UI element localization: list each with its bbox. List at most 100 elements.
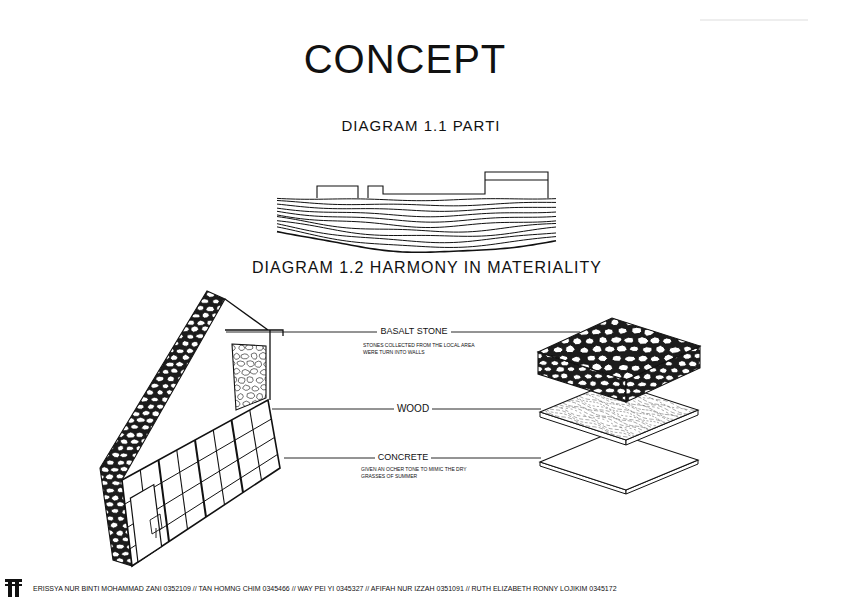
stone <box>193 355 199 361</box>
stone <box>222 397 229 402</box>
stone <box>121 313 130 318</box>
stone <box>264 361 271 367</box>
stone <box>708 346 719 354</box>
stone <box>632 327 642 334</box>
stone <box>585 403 593 408</box>
stone <box>598 355 608 362</box>
stone <box>632 389 641 393</box>
stone <box>228 360 235 366</box>
mullion <box>213 430 224 505</box>
stone <box>666 375 674 380</box>
stone <box>709 403 718 409</box>
stone <box>167 571 174 577</box>
strata-line <box>277 215 556 228</box>
stone <box>146 291 153 296</box>
stone <box>106 376 114 382</box>
strata-line <box>277 204 556 211</box>
stone <box>689 403 697 409</box>
stone <box>121 552 129 556</box>
stone <box>663 320 673 326</box>
stone <box>234 353 240 359</box>
stone <box>102 551 109 556</box>
stone <box>153 355 160 361</box>
stone <box>226 543 235 549</box>
stone <box>225 353 231 359</box>
stone <box>703 373 714 380</box>
stone <box>549 388 559 393</box>
stone <box>127 335 135 340</box>
stone <box>181 439 189 444</box>
stone <box>146 445 154 451</box>
stone <box>111 495 118 501</box>
stone <box>617 396 627 401</box>
stone <box>224 417 231 423</box>
stone <box>106 291 113 296</box>
stone <box>122 369 129 374</box>
stone <box>227 291 235 296</box>
stone <box>552 374 559 379</box>
stone <box>247 361 254 367</box>
stone <box>656 345 666 353</box>
stone <box>186 403 193 409</box>
stone <box>110 468 119 473</box>
stone <box>210 382 218 388</box>
stone <box>676 354 686 361</box>
stone <box>568 409 576 415</box>
stone <box>112 538 119 543</box>
stone <box>161 565 167 571</box>
stone <box>642 309 653 316</box>
stone <box>126 347 133 353</box>
stone <box>106 347 114 352</box>
stone <box>207 418 215 424</box>
stone <box>578 395 586 400</box>
stone <box>96 445 103 451</box>
stone <box>694 382 702 387</box>
stone <box>110 522 118 528</box>
stone <box>269 417 275 423</box>
stone <box>705 354 713 359</box>
stone <box>105 333 112 338</box>
stone <box>167 446 175 451</box>
stone <box>232 369 239 375</box>
stone <box>151 453 158 458</box>
stone <box>692 395 701 401</box>
stone <box>150 285 159 290</box>
stone <box>197 348 204 354</box>
stone <box>121 411 128 416</box>
stone <box>112 452 120 457</box>
stone <box>132 383 139 388</box>
stone <box>148 404 155 409</box>
stone <box>257 393 263 399</box>
stone <box>125 376 132 381</box>
stone <box>105 431 112 436</box>
stone <box>101 383 109 387</box>
stone <box>561 373 568 379</box>
stone <box>226 362 233 368</box>
stone <box>106 543 114 549</box>
stone <box>90 284 98 290</box>
stone <box>137 572 144 576</box>
stone <box>161 411 168 417</box>
stone <box>136 390 143 396</box>
stone <box>606 311 615 318</box>
stone <box>211 369 219 374</box>
stone <box>216 557 224 563</box>
stone <box>650 382 658 387</box>
stone <box>239 345 245 350</box>
stone <box>211 565 219 570</box>
stone <box>234 417 240 423</box>
stone <box>606 401 615 406</box>
stone <box>141 285 149 290</box>
stone <box>626 381 635 386</box>
grain-line <box>586 394 672 422</box>
roof-frame <box>225 299 283 400</box>
stone <box>611 337 622 344</box>
stone <box>643 374 651 380</box>
stone <box>217 348 224 353</box>
stone <box>180 536 187 542</box>
stone <box>201 383 209 388</box>
stone <box>106 418 113 423</box>
stone <box>216 376 224 381</box>
stone <box>227 572 234 577</box>
stone <box>111 383 118 387</box>
